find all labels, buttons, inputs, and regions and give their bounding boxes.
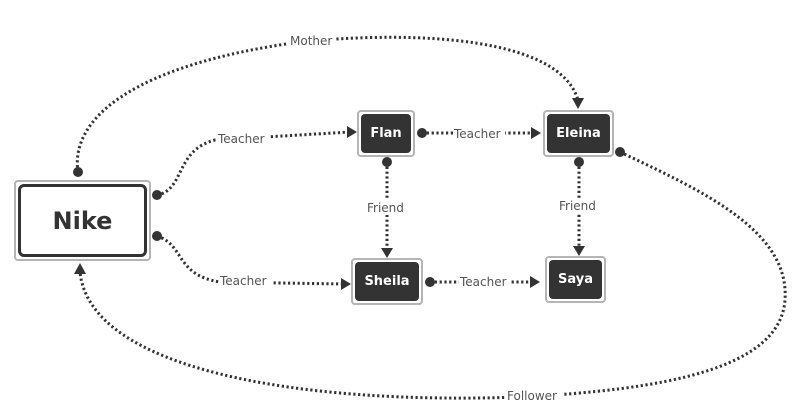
node-flan-label: Flan bbox=[361, 114, 411, 153]
node-saya-label: Saya bbox=[549, 260, 602, 299]
edge-mother-start-dot bbox=[73, 167, 83, 177]
edge-flan-sheila-label-bg bbox=[364, 200, 410, 215]
edge-follower-arrow bbox=[74, 263, 86, 274]
edge-mother-arrow bbox=[572, 98, 584, 109]
node-eleina-label: Eleina bbox=[547, 114, 610, 153]
edge-nike-sheila-arrow bbox=[341, 278, 351, 290]
edge-flan-sheila-arrow bbox=[381, 248, 393, 258]
edge-sheila-saya-label: Teacher bbox=[459, 275, 507, 289]
edge-eleina-saya-label-bg bbox=[557, 198, 603, 213]
edge-nike-flan-label-bg bbox=[217, 131, 269, 145]
edge-follower-label: Follower bbox=[507, 389, 557, 403]
edge-nike-flan-arrow bbox=[347, 126, 357, 138]
edge-mother[interactable] bbox=[75, 35, 580, 173]
edge-eleina-saya-start-dot bbox=[574, 157, 584, 167]
node-sheila[interactable]: Sheila bbox=[351, 258, 423, 305]
edge-flan-eleina-arrow bbox=[531, 127, 541, 139]
node-flan[interactable]: Flan bbox=[357, 110, 415, 157]
edge-flan-sheila-label: Friend bbox=[367, 201, 404, 215]
edge-nike-flan-label: Teacher bbox=[217, 132, 265, 146]
edge-mother-label: Mother bbox=[290, 34, 332, 48]
node-eleina[interactable]: Eleina bbox=[543, 110, 614, 157]
edge-follower-label-bg bbox=[505, 389, 563, 403]
edge-flan-eleina-label: Teacher bbox=[453, 127, 501, 141]
edge-follower[interactable] bbox=[78, 150, 787, 400]
edge-sheila-saya-start-dot bbox=[425, 277, 435, 287]
node-nike-label: Nike bbox=[18, 184, 147, 257]
edge-flan-eleina-start-dot bbox=[417, 128, 427, 138]
edge-eleina-saya-label: Friend bbox=[559, 199, 596, 213]
edge-nike-flan-start-dot bbox=[152, 190, 162, 200]
node-sheila-label: Sheila bbox=[355, 262, 419, 301]
edge-sheila-saya-label-bg bbox=[459, 275, 511, 289]
edge-mother-label-bg bbox=[288, 33, 336, 47]
edge-nike-sheila[interactable] bbox=[156, 234, 344, 286]
edge-nike-sheila-label: Teacher bbox=[219, 274, 267, 288]
node-saya[interactable]: Saya bbox=[545, 256, 606, 303]
edge-nike-sheila-start-dot bbox=[152, 231, 162, 241]
edge-flan-eleina-label-bg bbox=[453, 126, 505, 140]
edge-eleina-saya-arrow bbox=[573, 246, 585, 256]
edge-flan-sheila-start-dot bbox=[382, 157, 392, 167]
node-nike[interactable]: Nike bbox=[14, 180, 151, 261]
edge-follower-start-dot bbox=[615, 147, 625, 157]
edge-sheila-saya-arrow bbox=[530, 276, 540, 288]
edge-nike-sheila-label-bg bbox=[219, 274, 271, 288]
